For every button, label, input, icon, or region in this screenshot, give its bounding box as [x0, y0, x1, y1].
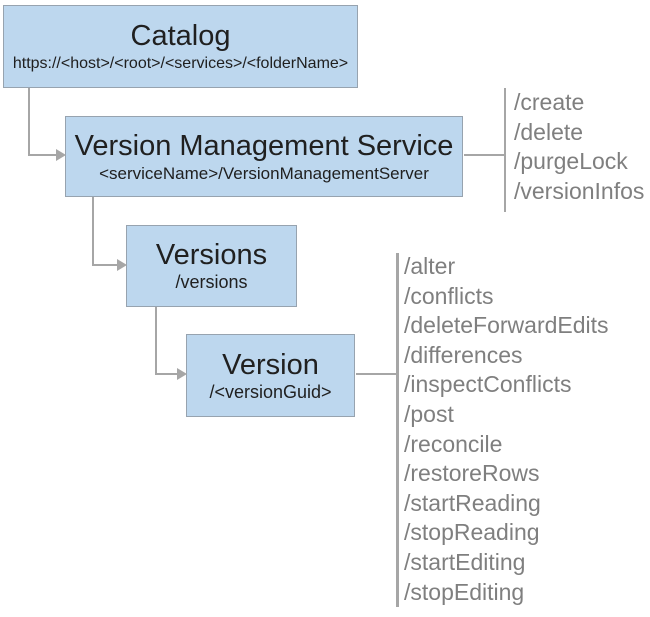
connector-vms-versions-horizontal: [92, 264, 118, 266]
node-version-path: /<versionGuid>: [209, 381, 332, 402]
node-catalog-url: https://<host>/<root>/<services>/<folder…: [12, 54, 349, 72]
operation-purgelock: /purgeLock: [514, 148, 628, 174]
operation-alter: /alter: [404, 253, 456, 279]
connector-version-operations: [356, 373, 397, 375]
arrowhead-into-versions: [117, 259, 127, 271]
operation-create: /create: [514, 89, 585, 115]
node-versions-path: /versions: [175, 272, 248, 292]
node-version: Version /<versionGuid>: [186, 334, 355, 417]
operation-inspectconflicts: /inspectConflicts: [404, 371, 572, 398]
operation-post: /post: [404, 400, 454, 427]
operations-bar-version: [396, 253, 399, 607]
node-vms-path: <serviceName>/VersionManagementServer: [99, 163, 429, 183]
node-versions-title: Versions: [155, 239, 268, 271]
operation-reconcile: /reconcile: [404, 430, 503, 457]
connector-vms-operations: [464, 154, 505, 156]
operation-differences: /differences: [404, 341, 523, 368]
connector-versions-version-horizontal: [155, 373, 178, 375]
operation-stopediting: /stopEditing: [404, 578, 525, 605]
operation-delete: /delete: [514, 118, 584, 145]
operation-conflicts: /conflicts: [404, 282, 494, 309]
vms-operations-list: /create /delete /purgeLock /versionInfos: [514, 88, 644, 206]
arrowhead-into-vms: [56, 149, 66, 161]
operation-startreading: /startReading: [404, 489, 541, 516]
operation-startediting: /startEditing: [404, 548, 526, 575]
connector-vms-versions-vertical: [92, 197, 94, 265]
node-versions: Versions /versions: [126, 225, 297, 307]
connector-catalog-vms-vertical: [28, 88, 30, 155]
node-version-management-service: Version Management Service <serviceName>…: [65, 116, 463, 197]
connector-versions-version-vertical: [155, 307, 157, 374]
node-catalog-title: Catalog: [130, 19, 231, 52]
operation-restorerows: /restoreRows: [404, 460, 540, 487]
version-operations-list: /alter /conflicts /deleteForwardEdits /d…: [404, 252, 609, 607]
node-catalog: Catalog https://<host>/<root>/<services>…: [3, 5, 358, 88]
operation-deleteforwardedits: /deleteForwardEdits: [404, 312, 609, 339]
connector-catalog-vms-horizontal: [28, 154, 57, 156]
arrowhead-into-version: [177, 368, 187, 380]
operation-versioninfos: /versionInfos: [514, 177, 645, 204]
operation-stopreading: /stopReading: [404, 519, 540, 546]
operations-bar-vms: [504, 88, 506, 212]
node-version-title: Version: [222, 348, 319, 381]
node-vms-title: Version Management Service: [74, 129, 454, 162]
